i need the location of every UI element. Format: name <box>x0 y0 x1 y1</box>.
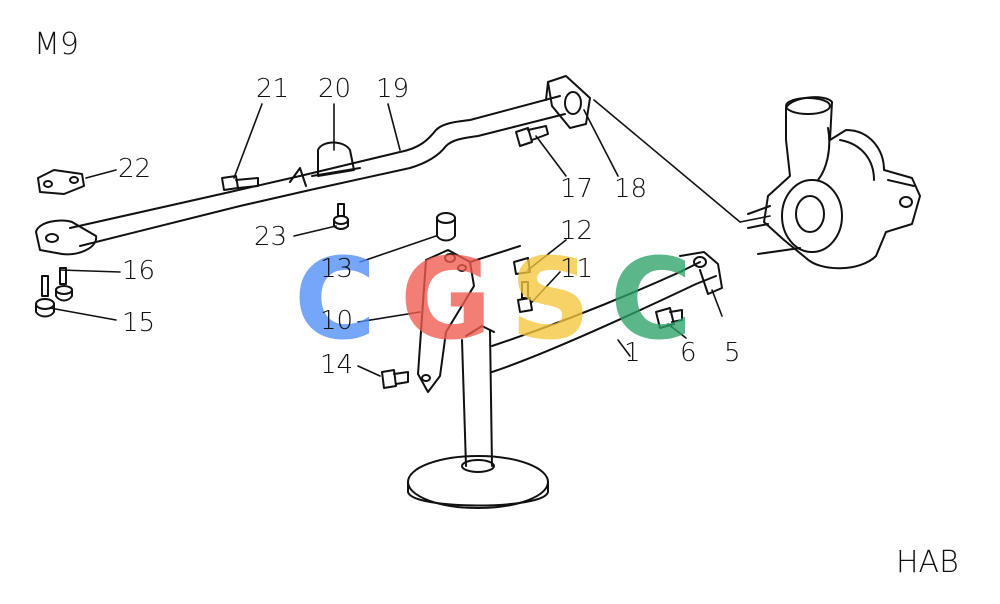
callout-14: 14 <box>320 350 354 380</box>
callout-19: 15 <box>122 308 156 338</box>
oil-pipe <box>35 75 591 256</box>
gasket-18 <box>37 169 85 195</box>
section-code-label: M9 <box>34 27 79 62</box>
callout-12: 12 <box>560 216 594 246</box>
watermark-letter-s: S <box>510 235 591 365</box>
bolt-11 <box>517 281 533 313</box>
watermark-letter-g: G <box>400 235 492 365</box>
callout-20: 16 <box>122 256 156 286</box>
oil-strainer <box>407 251 723 509</box>
bolt-17 <box>221 175 259 191</box>
callout-18: 22 <box>118 154 152 184</box>
callout-23: 23 <box>254 222 288 252</box>
bracket-10 <box>417 245 521 393</box>
callout-10: 10 <box>320 306 354 336</box>
watermark-letter-c2: C <box>610 235 693 365</box>
callout-17: 21 <box>256 74 290 104</box>
bracket-16 <box>289 141 361 187</box>
callout-15: 19 <box>376 74 410 104</box>
callout-11: 11 <box>560 254 594 284</box>
callout-6: 6 <box>680 338 697 368</box>
bolt-14 <box>381 369 409 389</box>
callout-21: 17 <box>560 174 594 204</box>
bolt-21 <box>515 125 549 147</box>
bolt-19 <box>35 275 55 318</box>
drawing-code-label: HAB <box>896 545 959 580</box>
leader-lines <box>49 99 771 377</box>
callout-22: 18 <box>614 174 648 204</box>
oil-pump <box>747 96 921 270</box>
callout-16: 20 <box>318 74 352 104</box>
watermark-letter-c1: C <box>294 235 377 365</box>
bolt-12 <box>513 257 531 275</box>
callout-5: 5 <box>724 338 741 368</box>
callout-13: 13 <box>320 254 354 284</box>
callout-1: 1 <box>624 338 641 368</box>
bolt-6 <box>655 307 683 329</box>
bolt-20 <box>55 267 73 302</box>
collar-13 <box>436 212 456 242</box>
